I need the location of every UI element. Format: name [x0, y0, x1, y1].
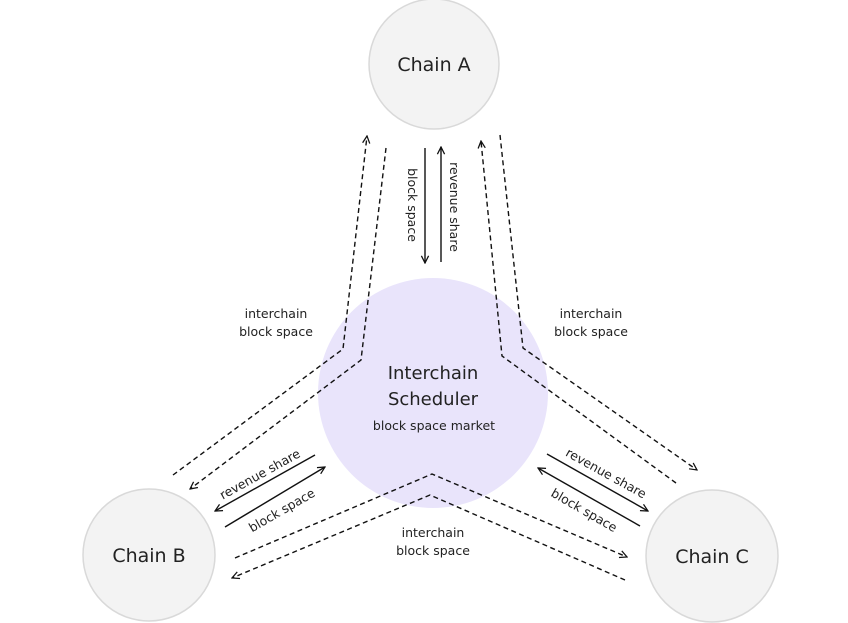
c-block-space-arrow: [538, 468, 641, 527]
interchain-a-to-c-path: [499, 134, 697, 470]
scheduler-subtitle: block space market: [373, 418, 495, 433]
c-revenue-share-label: revenue share: [563, 445, 649, 502]
interchain-b-to-a-path: [172, 136, 367, 476]
a-block-space-label: block space: [405, 168, 420, 242]
chain-b-label: Chain B: [112, 545, 185, 567]
interchain-bc-label-line1: interchain: [402, 525, 465, 540]
c-revenue-share-arrow: [546, 453, 648, 511]
interchain-ac-label-line1: interchain: [560, 306, 623, 321]
b-revenue-share-arrow: [215, 454, 316, 511]
interchain-b-to-c-path: [234, 473, 627, 559]
chain-b-node: [82, 488, 216, 622]
scheduler-title-line2: Scheduler: [388, 389, 479, 410]
interchain-bc-label-line2: block space: [396, 543, 470, 558]
a-revenue-share-label: revenue share: [447, 162, 462, 252]
interchain-c-to-a-path: [481, 141, 677, 484]
chain-a-label: Chain A: [397, 54, 470, 76]
chain-c-node: [645, 489, 779, 623]
chain-c-label: Chain C: [675, 546, 749, 568]
scheduler-node: [318, 278, 548, 508]
chain-a-node: [368, 0, 500, 130]
b-revenue-share-label: revenue share: [217, 446, 303, 503]
interchain-c-to-b-path: [232, 494, 626, 581]
interchain-a-to-b-path: [190, 147, 387, 489]
scheduler-title-line1: Interchain: [388, 363, 479, 384]
interchain-ab-label-line1: interchain: [245, 306, 308, 321]
interchain-ab-label-line2: block space: [239, 324, 313, 339]
interchain-ac-label-line2: block space: [554, 324, 628, 339]
b-block-space-arrow: [224, 467, 325, 528]
